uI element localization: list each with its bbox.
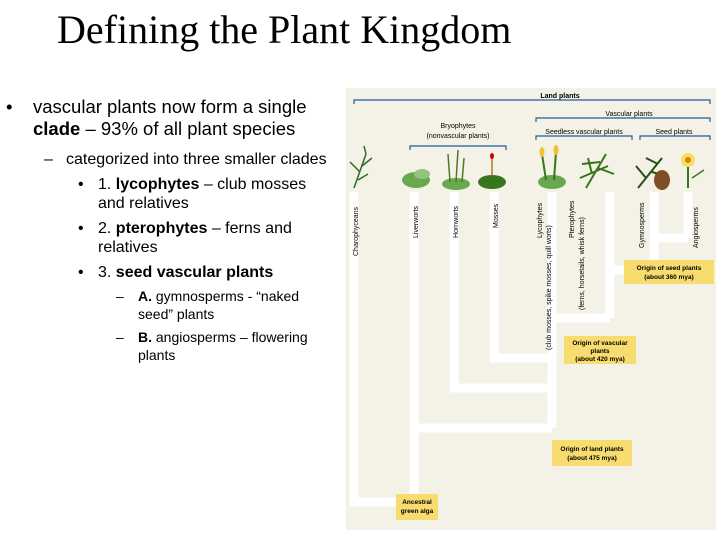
label-bryophytes-note: (nonvascular plants)	[426, 133, 489, 140]
bullet-dash: –	[44, 151, 53, 168]
origin-seed-l2: (about 360 mya)	[644, 274, 694, 281]
origin-land-box	[552, 440, 632, 466]
taxon-lycophytes-note: (club mosses, spike mosses, quill worts)	[546, 225, 553, 350]
origin-vascular-l3: (about 420 mya)	[575, 356, 625, 363]
origin-seed-plants-box	[624, 260, 714, 284]
charophycean-icon	[349, 145, 373, 189]
gymnosperm-icon	[635, 157, 670, 190]
lycophyte-icon	[538, 145, 566, 189]
ancestral-alga-box	[396, 494, 438, 520]
phylogenetic-tree	[349, 192, 693, 507]
taxon-pterophytes-note: (ferns, horsetails, whisk ferns)	[579, 217, 586, 310]
bullet-list: • vascular plants now form a single clad…	[6, 96, 336, 364]
label-land-plants: Land plants	[540, 93, 579, 100]
taxon-liverworts: Liverworts	[413, 206, 420, 238]
taxon-hornworts: Hornworts	[453, 206, 460, 238]
bullet-dot: •	[6, 96, 13, 117]
origin-seed-l1: Origin of seed plants	[637, 265, 702, 272]
origin-vascular-l1: Origin of vascular	[572, 340, 628, 347]
sub-bullet-three-clades: – categorized into three smaller clades	[44, 151, 327, 168]
phylogeny-figure: Land plants Vascular plants Bryophytes (…	[346, 88, 716, 530]
origin-boxes	[396, 260, 714, 520]
ancestral-l2: green alga	[401, 508, 434, 515]
slide-title: Defining the Plant Kingdom	[57, 7, 512, 52]
label-seedless-vascular: Seedless vascular plants	[545, 129, 623, 136]
hornwort-icon	[442, 149, 470, 190]
label-vascular-plants: Vascular plants	[605, 111, 653, 118]
taxon-gymnosperms: Gymnosperms	[639, 202, 646, 248]
fern-icon	[579, 153, 615, 189]
liverwort-icon	[402, 169, 430, 188]
origin-land-l1: Origin of land plants	[560, 446, 624, 453]
moss-icon	[478, 153, 506, 189]
label-bryophytes: Bryophytes	[440, 123, 476, 130]
taxon-angiosperms: Angiosperms	[693, 207, 700, 248]
subitem-angiosperms: – B. angiosperms – flowering plants	[116, 329, 308, 363]
plant-icons	[349, 145, 705, 190]
origin-vascular-l2: plants	[590, 348, 610, 355]
origin-vascular-box	[564, 336, 636, 364]
bullet-vascular-clade: • vascular plants now form a single clad…	[6, 96, 307, 139]
angiosperm-icon	[681, 153, 705, 188]
label-seed-plants: Seed plants	[656, 129, 693, 136]
item-pterophytes: • 2. pterophytes – ferns and relatives	[78, 220, 292, 256]
subitem-gymnosperms: – A. gymnosperms - “naked seed” plants	[116, 288, 300, 322]
ancestral-l1: Ancestral	[402, 499, 432, 506]
item-lycophytes: • 1. lycophytes – club mosses and relati…	[78, 176, 307, 212]
taxon-mosses: Mosses	[493, 203, 500, 228]
taxon-lycophytes: Lycophytes	[537, 202, 544, 238]
taxon-pterophytes: Pterophytes	[569, 200, 576, 238]
item-seed-vascular-plants: • 3. seed vascular plants	[78, 264, 274, 281]
taxon-charophyceans: Charophyceans	[353, 206, 360, 256]
group-brackets	[353, 99, 711, 150]
origin-land-l2: (about 475 mya)	[567, 455, 617, 462]
